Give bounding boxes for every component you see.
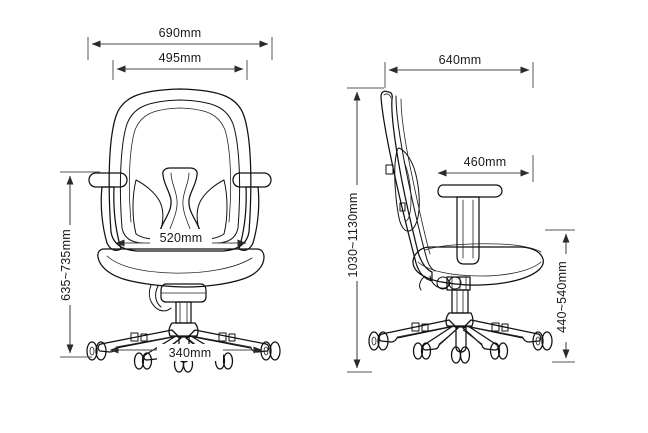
armrest-post-left [100, 186, 122, 251]
backrest-frame-outer-side [380, 90, 433, 282]
dimension-overall-width: 690mm [87, 25, 273, 60]
caster-mid-right-side [489, 342, 509, 360]
dimension-seat-height: 440~540mm [545, 229, 575, 363]
base-leg-left-side [378, 319, 456, 343]
backrest-outer-shell [108, 88, 252, 252]
caster-socket-left-side [411, 322, 429, 332]
backrest-mesh-detail-side [403, 161, 412, 222]
base-leg-right-side [464, 319, 542, 343]
seat-cushion-top-side [424, 243, 542, 253]
dimension-backrest-width: 495mm [112, 50, 248, 80]
seat-cushion-edge-side [417, 261, 542, 277]
seat-cushion-edge [106, 255, 253, 274]
caster-socket-left [130, 332, 148, 342]
dimension-overall-depth: 640mm [384, 52, 534, 88]
lumbar-adjust-knob-side [385, 164, 394, 175]
caster-center-side [450, 346, 471, 364]
base-leg-mid-left-side [422, 325, 459, 351]
tilt-lever-left-inner [155, 285, 162, 308]
tilt-mechanism-housing [160, 283, 207, 303]
dimension-label-1030-1130: 1030~1130mm [346, 192, 360, 277]
backrest-mesh-panel [128, 107, 232, 223]
dimension-seat-width: 520mm [115, 229, 247, 247]
caster-mid-left-side [412, 342, 432, 360]
armrest-pad-right [232, 172, 272, 188]
dimension-label-460: 460mm [464, 155, 507, 169]
caster-right-side [532, 331, 553, 351]
dimension-label-635-735: 635~735mm [59, 229, 73, 301]
gas-cylinder-lines-side [456, 289, 464, 314]
dim-text-mask [455, 153, 515, 169]
dimension-label-640: 640mm [439, 53, 482, 67]
dimension-seat-depth: 460mm [437, 153, 534, 182]
side-view-dimensions: 640mm 460mm 1030~1130mm 440~540mm [346, 52, 575, 373]
base-leg-mid-right-side [462, 325, 499, 351]
gas-cylinder-lines [179, 301, 188, 324]
seat-cushion-front [97, 248, 265, 288]
dimension-base-span: 340mm [109, 344, 263, 361]
dim-text-mask [150, 50, 210, 66]
dimension-label-520: 520mm [160, 231, 203, 245]
front-view-dimensions: 690mm 495mm 520mm 635~735mm [59, 25, 273, 361]
base-hub [168, 322, 199, 337]
caster-left-side [368, 331, 389, 351]
caster-front-left [86, 341, 107, 361]
dim-text-mask [60, 225, 77, 305]
seat-cushion-side [412, 246, 544, 286]
tension-knob-side [419, 275, 426, 291]
dim-text-mask [430, 52, 490, 68]
dimension-label-340: 340mm [169, 346, 212, 360]
dim-text-mask [557, 254, 574, 342]
armrest-post-side [456, 196, 480, 265]
dim-text-mask [150, 229, 212, 246]
base-hub-side [445, 312, 474, 327]
back-pivot-side [399, 202, 406, 212]
dim-text-mask [157, 344, 223, 361]
backrest-frame-hair-side [400, 98, 431, 255]
lumbar-support-detail-left [168, 172, 178, 233]
armrest-post-lines-side [462, 199, 474, 259]
dim-text-mask [347, 185, 364, 281]
tilt-lever-left [148, 284, 172, 312]
dim-text-mask [148, 25, 212, 41]
dimension-overall-height: 635~735mm [59, 171, 100, 358]
dimension-label-690: 690mm [159, 26, 202, 40]
dimension-label-495: 495mm [159, 51, 202, 65]
side-view-chair [368, 90, 553, 364]
dimension-label-440-540: 440~540mm [555, 261, 569, 333]
lumbar-support-detail-right [182, 172, 192, 233]
backrest-top-cap [383, 93, 392, 99]
mechanism-side [446, 276, 471, 291]
dimension-total-height: 1030~1130mm [346, 87, 384, 373]
backrest-mesh-opening-side [394, 147, 420, 232]
height-knob-side [448, 276, 462, 290]
backrest-frame-inner-side [395, 95, 436, 272]
armrest-pad-side [437, 184, 503, 198]
caster-socket-right-side [491, 322, 509, 332]
armrest-pad-left [88, 172, 128, 188]
caster-socket-right [218, 332, 236, 342]
